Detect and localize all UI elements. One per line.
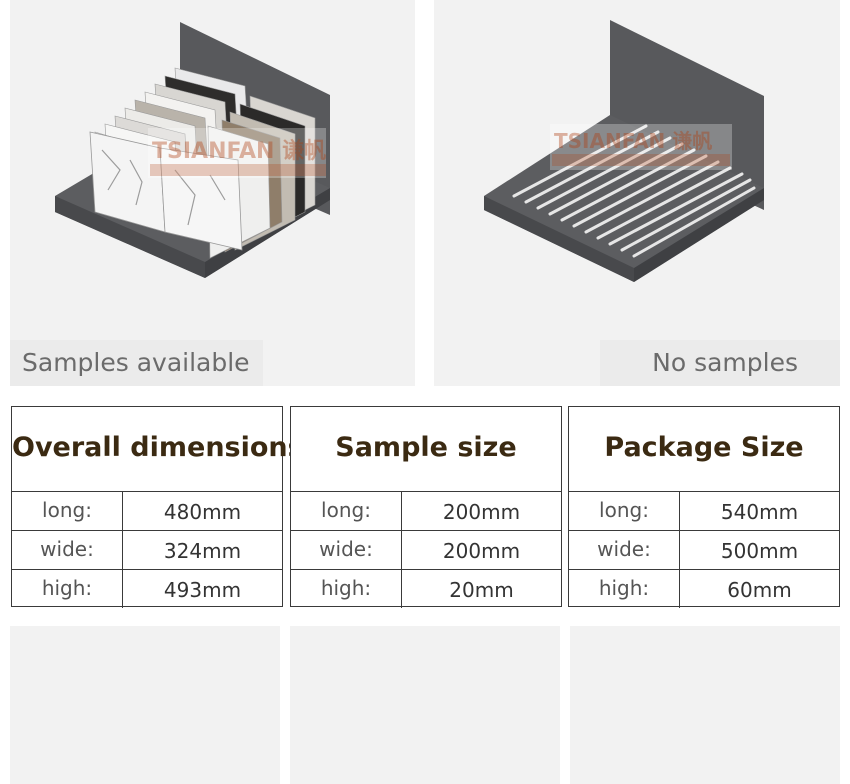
image-placeholder [290, 626, 560, 784]
spec-row-wide: wide: 200mm [291, 531, 561, 570]
spec-table-overall-dimensions: Overall dimensions long: 480mm wide: 324… [11, 406, 304, 608]
spec-value: 493mm [163, 578, 242, 602]
svg-text:TSIANFAN 谦帆: TSIANFAN 谦帆 [554, 129, 712, 153]
spec-label: long: [12, 492, 123, 530]
spec-value: 480mm [163, 500, 242, 524]
watermark-logo: TSIANFAN 谦帆 [550, 124, 732, 170]
spec-title: Sample size [291, 407, 561, 492]
spec-row-long: long: 540mm [569, 492, 839, 531]
spec-label: long: [291, 492, 402, 530]
spec-title: Overall dimensions [12, 407, 304, 492]
caption-samples-available: Samples available [10, 340, 263, 386]
spec-row-wide: wide: 500mm [569, 531, 839, 570]
spec-label: wide: [569, 531, 680, 569]
spec-title: Package Size [569, 407, 839, 492]
spec-value: 200mm [442, 500, 521, 524]
spec-label: high: [291, 570, 402, 608]
spec-label: long: [569, 492, 680, 530]
spec-row-high: high: 20mm [291, 570, 561, 608]
empty-rack-illustration: TSIANFAN 谦帆 [484, 20, 764, 282]
spec-table-sample-size: Sample size long: 200mm wide: 200mm high… [290, 406, 562, 608]
spec-label: high: [569, 570, 680, 608]
spec-row-long: long: 200mm [291, 492, 561, 531]
spec-table-package-size: Package Size long: 540mm wide: 500mm hig… [568, 406, 840, 608]
product-photo-no-samples: TSIANFAN 谦帆 No samples [434, 0, 840, 386]
spec-row-high: high: 60mm [569, 570, 839, 608]
spec-row-long: long: 480mm [12, 492, 282, 531]
spec-value: 500mm [720, 539, 799, 563]
image-placeholder [570, 626, 840, 784]
spec-value: 324mm [163, 539, 242, 563]
spec-value: 60mm [727, 578, 792, 602]
spec-value: 200mm [442, 539, 521, 563]
spec-label: wide: [291, 531, 402, 569]
spec-value: 20mm [449, 578, 514, 602]
caption-no-samples: No samples [600, 340, 840, 386]
svg-text:TSIANFAN 谦帆: TSIANFAN 谦帆 [152, 138, 326, 164]
rack-with-samples-illustration: TSIANFAN 谦帆 [55, 22, 330, 278]
spec-value: 540mm [720, 500, 799, 524]
spec-row-wide: wide: 324mm [12, 531, 282, 570]
watermark-logo: TSIANFAN 谦帆 [148, 128, 326, 178]
spec-label: high: [12, 570, 123, 608]
spec-label: wide: [12, 531, 123, 569]
spec-row-high: high: 493mm [12, 570, 282, 608]
product-photo-with-samples: TSIANFAN 谦帆 Samples available [10, 0, 415, 386]
image-placeholder [10, 626, 280, 784]
